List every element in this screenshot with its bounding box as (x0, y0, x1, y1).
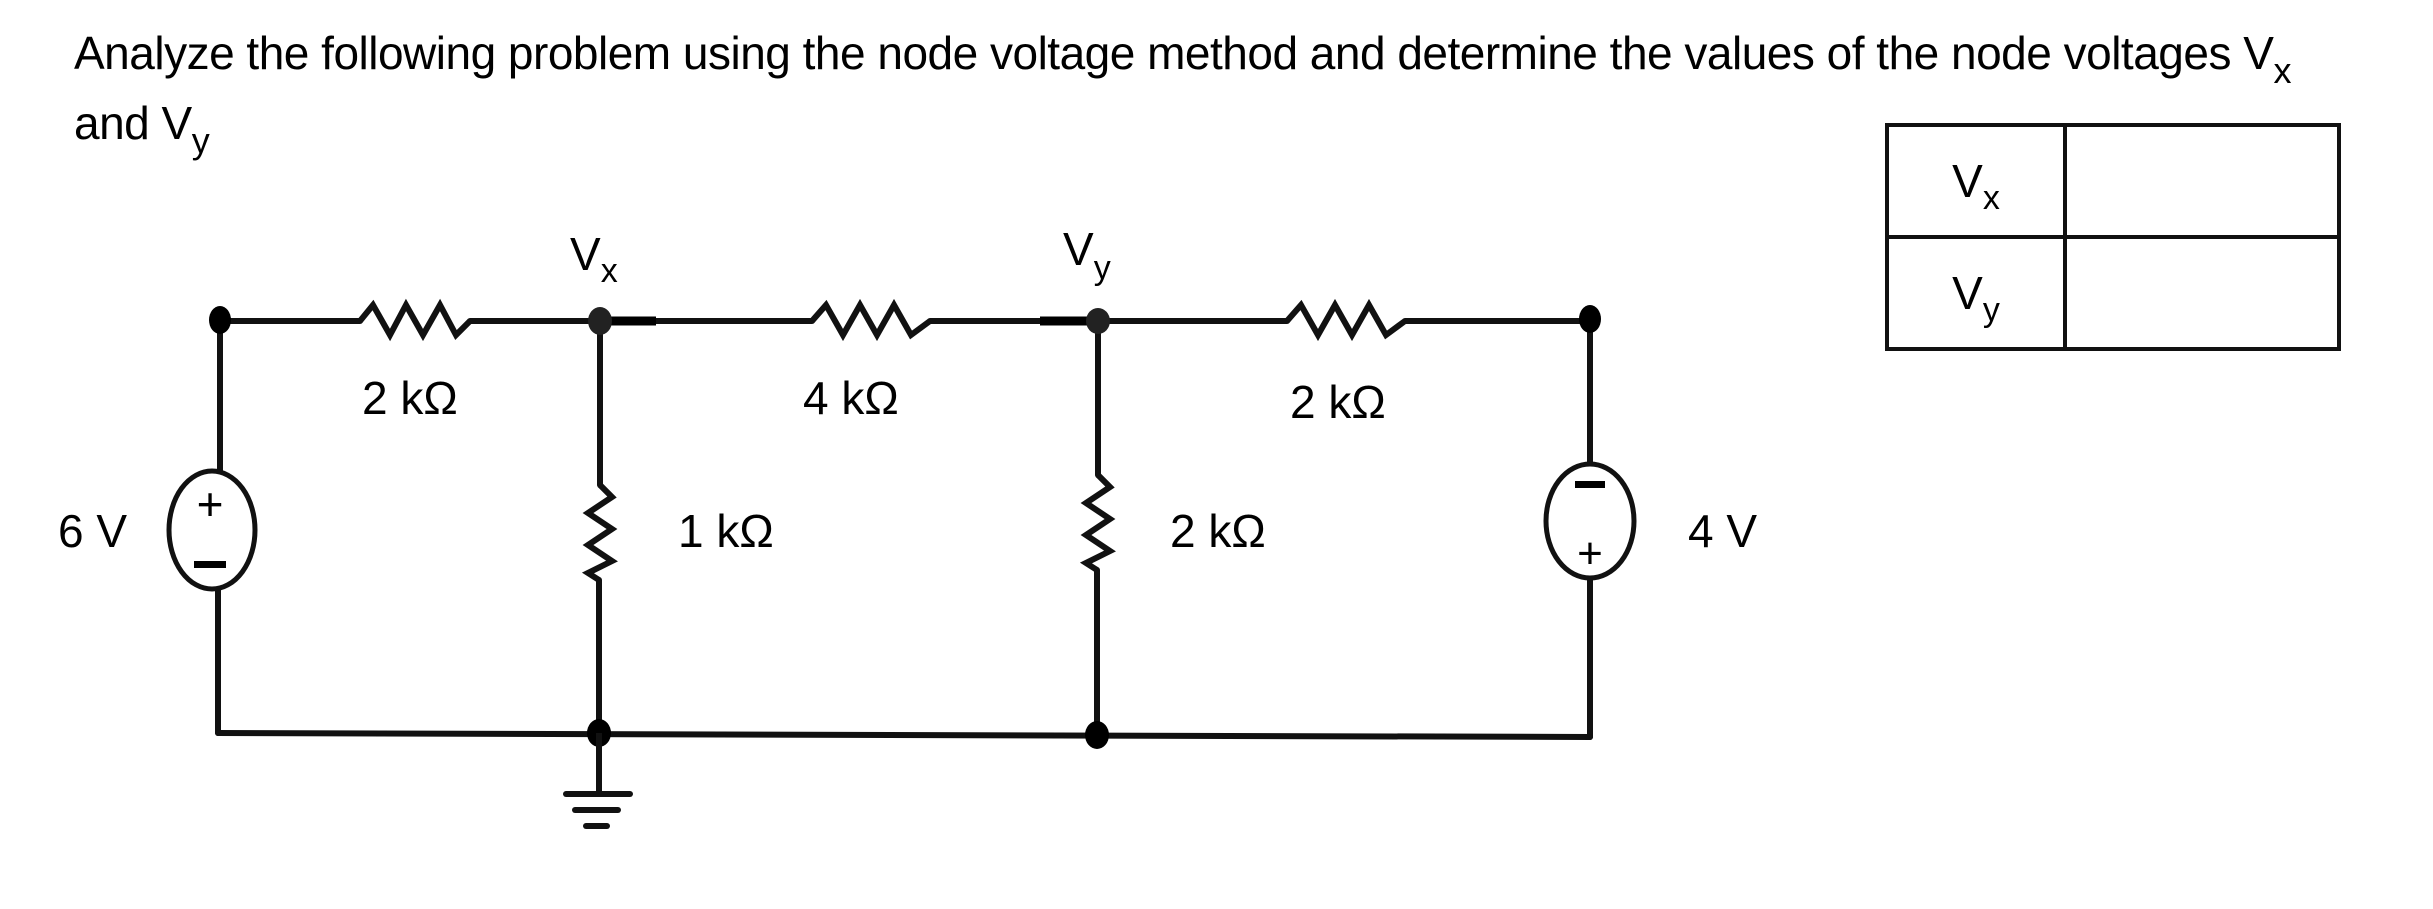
answer-field-vx[interactable] (2063, 123, 2341, 239)
label-r-top-right: 2 kΩ (1290, 376, 1386, 428)
voltage-source-4v: + 4 V (1543, 461, 1757, 581)
ground-icon (563, 733, 633, 829)
label-r-top-left: 2 kΩ (362, 372, 458, 424)
node-vy (1086, 308, 1110, 334)
source-6v-circle (166, 468, 258, 592)
node-label-vx: Vx (570, 228, 618, 290)
source-6v-minus (194, 561, 226, 568)
node-left-top (209, 306, 231, 334)
answer-row-vy: Vy (1885, 235, 2341, 351)
label-r-vy-ground: 2 kΩ (1170, 505, 1266, 557)
resistor-top-middle (809, 298, 932, 342)
answer-row-vx: Vx (1885, 123, 2341, 239)
resistor-vy-ground (1079, 472, 1116, 573)
question-text: Analyze the following problem using the … (74, 18, 2374, 161)
source-4v-circle (1543, 461, 1637, 581)
voltage-source-6v: + 6 V (58, 468, 258, 592)
node-right-top (1579, 305, 1601, 333)
resistor-top-right (1284, 298, 1407, 342)
resistor-top-left (357, 298, 473, 342)
conjunction: and (74, 97, 150, 149)
var-vx: Vx (2243, 27, 2291, 91)
source-4v-minus (1575, 481, 1605, 488)
label-source-4v: 4 V (1688, 505, 1757, 557)
var-vy: Vy (161, 97, 210, 161)
answer-label-vy: Vy (1885, 235, 2067, 351)
source-4v-plus: + (1577, 529, 1603, 578)
wire-bottom (215, 730, 1593, 740)
answer-table: Vx Vy (1885, 123, 2341, 351)
node-vy-bottom (1085, 721, 1109, 749)
node-label-vy: Vy (1063, 223, 1111, 287)
label-source-6v: 6 V (58, 505, 127, 557)
answer-field-vy[interactable] (2063, 235, 2341, 351)
node-vx (588, 307, 612, 335)
label-r-top-middle: 4 kΩ (803, 372, 899, 424)
wires (215, 316, 1593, 740)
resistor-vx-ground (581, 482, 618, 583)
source-6v-plus: + (197, 478, 224, 530)
answer-label-vx: Vx (1885, 123, 2067, 239)
nodes (209, 305, 1601, 749)
question-body: Analyze the following problem using the … (74, 27, 2231, 79)
label-r-vx-ground: 1 kΩ (678, 505, 774, 557)
